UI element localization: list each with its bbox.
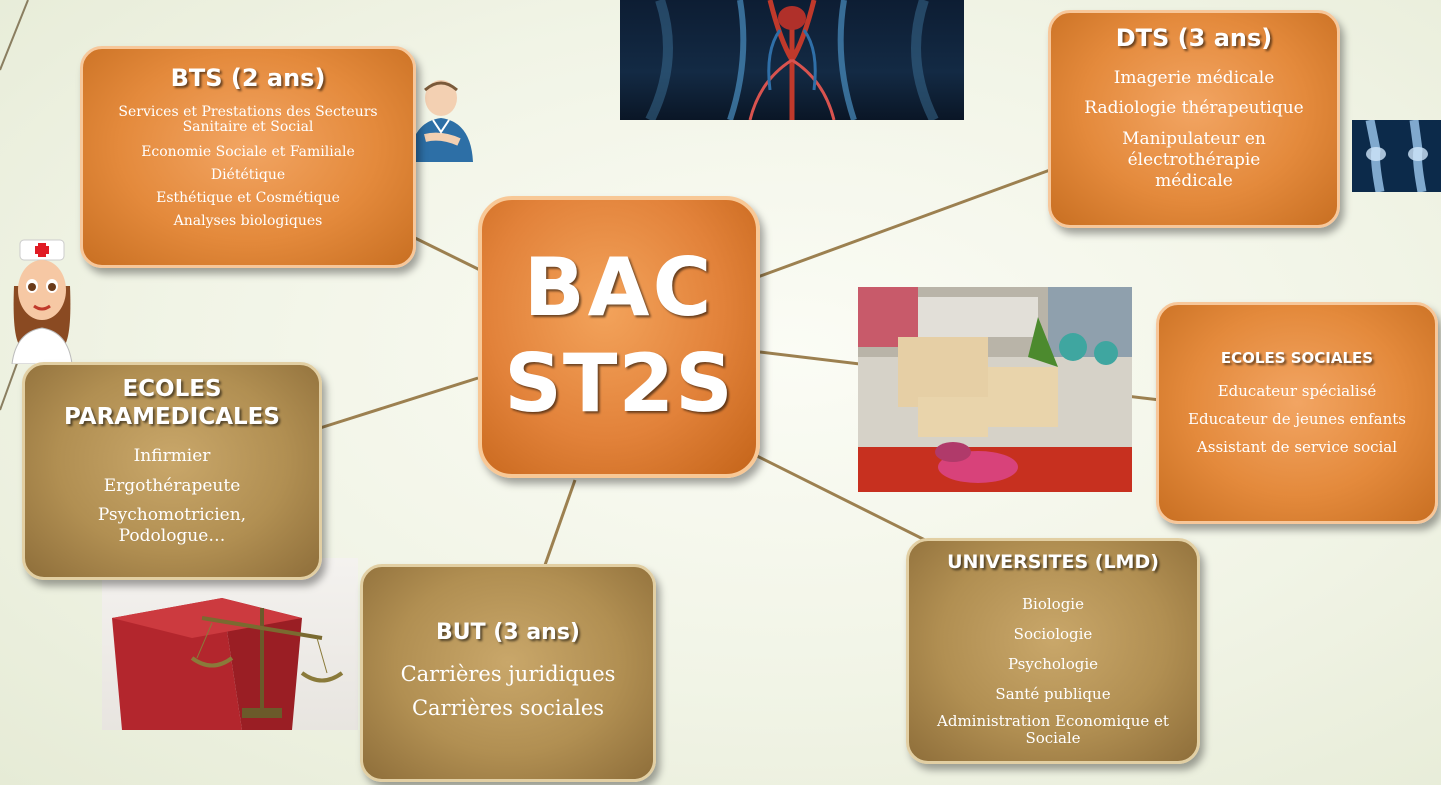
paramedicales-item: Psychomotricien, Podologue… (97, 505, 247, 546)
universites-item: Biologie (1022, 595, 1084, 613)
bts-item: Services et Prestations des Secteurs San… (118, 104, 378, 135)
bts-node: BTS (2 ans) Services et Prestations des … (80, 46, 416, 268)
center-line-1: BAC (523, 241, 715, 334)
but-item: Carrières sociales (411, 696, 605, 720)
universites-item: Administration Economique et Sociale (937, 712, 1169, 747)
connector-but (543, 479, 577, 566)
doctor-illustration (405, 76, 477, 162)
dts-item: Imagerie médicale (1113, 68, 1275, 88)
universites-title: UNIVERSITES (LMD) (947, 551, 1159, 573)
dts-item: Radiologie thérapeutique (1084, 98, 1304, 118)
center-line-2: ST2S (504, 337, 734, 430)
anatomy-image (620, 0, 964, 120)
justice-scale-photo (102, 558, 358, 730)
ecoles-sociales-node: ECOLES SOCIALES Educateur spécialisé Edu… (1156, 302, 1438, 524)
bts-item: Esthétique et Cosmétique (156, 190, 340, 206)
paramedicales-item: Infirmier (133, 446, 211, 466)
connector-bts (414, 236, 481, 272)
universites-item: Santé publique (995, 685, 1111, 703)
paramedicales-item: Ergothérapeute (103, 476, 241, 496)
xray-image (1352, 120, 1441, 192)
bts-item: Economie Sociale et Familiale (141, 144, 355, 160)
nurse-illustration (6, 236, 78, 364)
dts-node: DTS (3 ans) Imagerie médicale Radiologie… (1048, 10, 1340, 228)
bts-item: Diététique (210, 167, 286, 183)
paramedicales-node: ECOLES PARAMEDICALES Infirmier Ergothéra… (22, 362, 322, 580)
bts-title: BTS (2 ans) (170, 64, 326, 92)
universites-node: UNIVERSITES (LMD) Biologie Sociologie Ps… (906, 538, 1200, 764)
ecoles-sociales-item: Educateur de jeunes enfants (1188, 410, 1406, 428)
paramedicales-title: ECOLES PARAMEDICALES (64, 376, 280, 430)
connector-universites (744, 448, 936, 547)
dts-title: DTS (3 ans) (1115, 24, 1273, 52)
bts-item: Analyses biologiques (173, 213, 323, 229)
universites-item: Sociologie (1013, 625, 1093, 643)
ecoles-sociales-item: Assistant de service social (1196, 438, 1398, 456)
ecoles-sociales-item: Educateur spécialisé (1217, 382, 1377, 400)
but-title: BUT (3 ans) (436, 620, 580, 645)
slide-edge-line-lower (0, 354, 21, 411)
center-node: BAC ST2S (478, 196, 760, 478)
but-item: Carrières juridiques (400, 662, 616, 686)
slide-edge-line (0, 0, 29, 71)
connector-paramedicales (319, 376, 479, 430)
but-node: BUT (3 ans) Carrières juridiques Carrièr… (360, 564, 656, 782)
ecoles-sociales-title: ECOLES SOCIALES (1220, 349, 1374, 367)
universites-item: Psychologie (1007, 655, 1099, 673)
connector-dts (754, 168, 1051, 280)
dts-item: Manipulateur en électrothérapie médicale (1122, 129, 1266, 191)
classroom-photo (858, 287, 1132, 492)
